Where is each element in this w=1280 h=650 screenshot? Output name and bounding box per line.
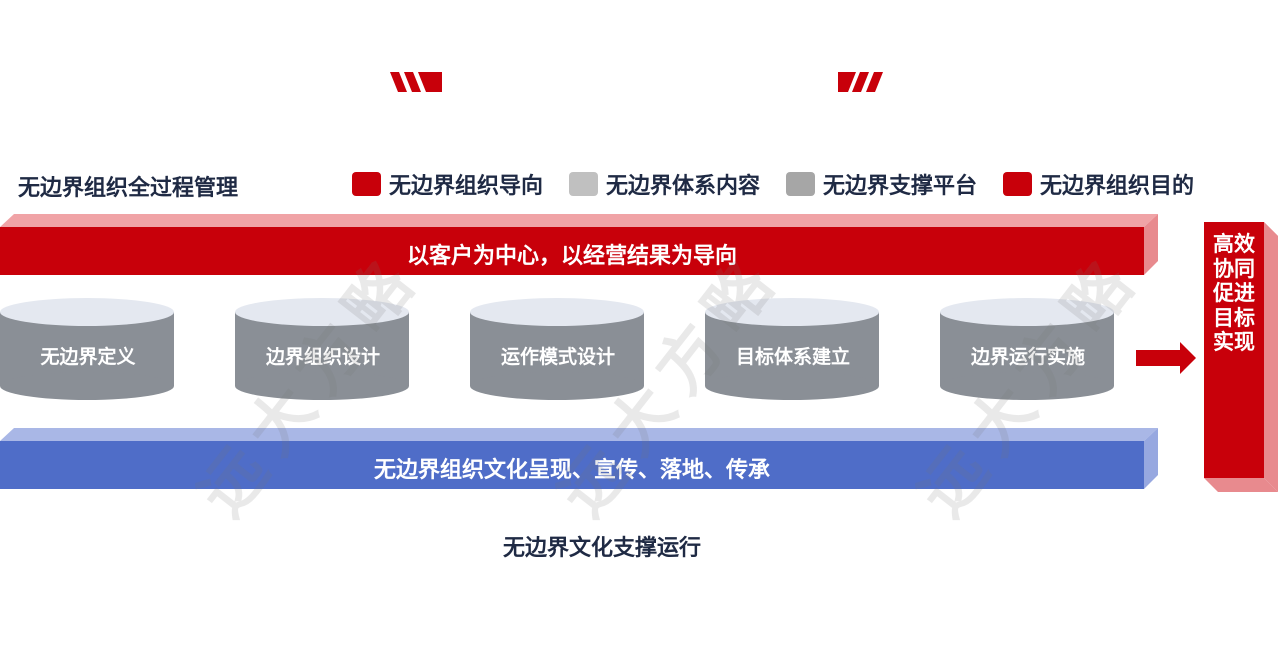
cylinder-label-5: 边界运行实施 <box>970 346 1085 368</box>
top-band-side-face <box>1144 214 1158 275</box>
legend-item-platform: 无边界支撑平台 <box>786 168 977 200</box>
bottom-title: 无边界文化支撑运行 <box>502 536 701 561</box>
top-band-top-face <box>0 214 1158 227</box>
top-band-text: 以客户为中心，以经营结果为导向 <box>406 244 737 269</box>
legend-label: 无边界组织目的 <box>1040 174 1195 199</box>
stripes-icon <box>838 72 883 92</box>
legend-swatch <box>352 172 381 196</box>
legend-label: 无边界组织导向 <box>389 174 544 199</box>
cylinder-1 <box>0 298 174 400</box>
arrow-right-icon <box>1136 342 1196 374</box>
bottom-band-side-face <box>1144 428 1158 489</box>
bottom-band-top-face <box>0 428 1158 441</box>
cylinder-label-3: 运作模式设计 <box>500 346 615 368</box>
cylinder-label-1: 无边界定义 <box>40 346 136 368</box>
bottom-band-text: 无边界组织文化呈现、宣传、落地、传承 <box>373 458 770 483</box>
cylinder-2 <box>235 298 409 400</box>
bottom-band-front-face <box>0 441 1144 489</box>
legend-item-orientation: 无边界组织导向 <box>352 168 543 200</box>
stripes-icon <box>390 72 442 92</box>
legend-item-content: 无边界体系内容 <box>569 168 760 200</box>
legend-item-purpose: 无边界组织目的 <box>1003 168 1194 200</box>
page-title: 无边界组织全过程管理 <box>18 176 239 201</box>
goal-box-front-face <box>1204 222 1264 478</box>
cylinder-label-4: 目标体系建立 <box>735 346 850 368</box>
cylinder-label-2: 边界组织设计 <box>265 346 380 368</box>
legend-swatch <box>786 172 816 196</box>
legend-swatch <box>1003 172 1033 196</box>
cylinder-5 <box>940 298 1114 400</box>
legend-swatch <box>569 172 599 196</box>
cylinder-4 <box>705 298 879 400</box>
goal-box-bottom-face <box>1204 478 1278 492</box>
legend-label: 无边界支撑平台 <box>823 174 978 199</box>
goal-box-text: 高效协同促进目标实现 <box>1213 232 1255 354</box>
goal-box-side-face <box>1264 222 1278 492</box>
top-band-front-face <box>0 227 1144 275</box>
legend-label: 无边界体系内容 <box>606 174 761 199</box>
legend: 无边界组织导向 无边界体系内容 无边界支撑平台 无边界组织目的 <box>352 169 1220 199</box>
cylinder-3 <box>470 298 644 400</box>
